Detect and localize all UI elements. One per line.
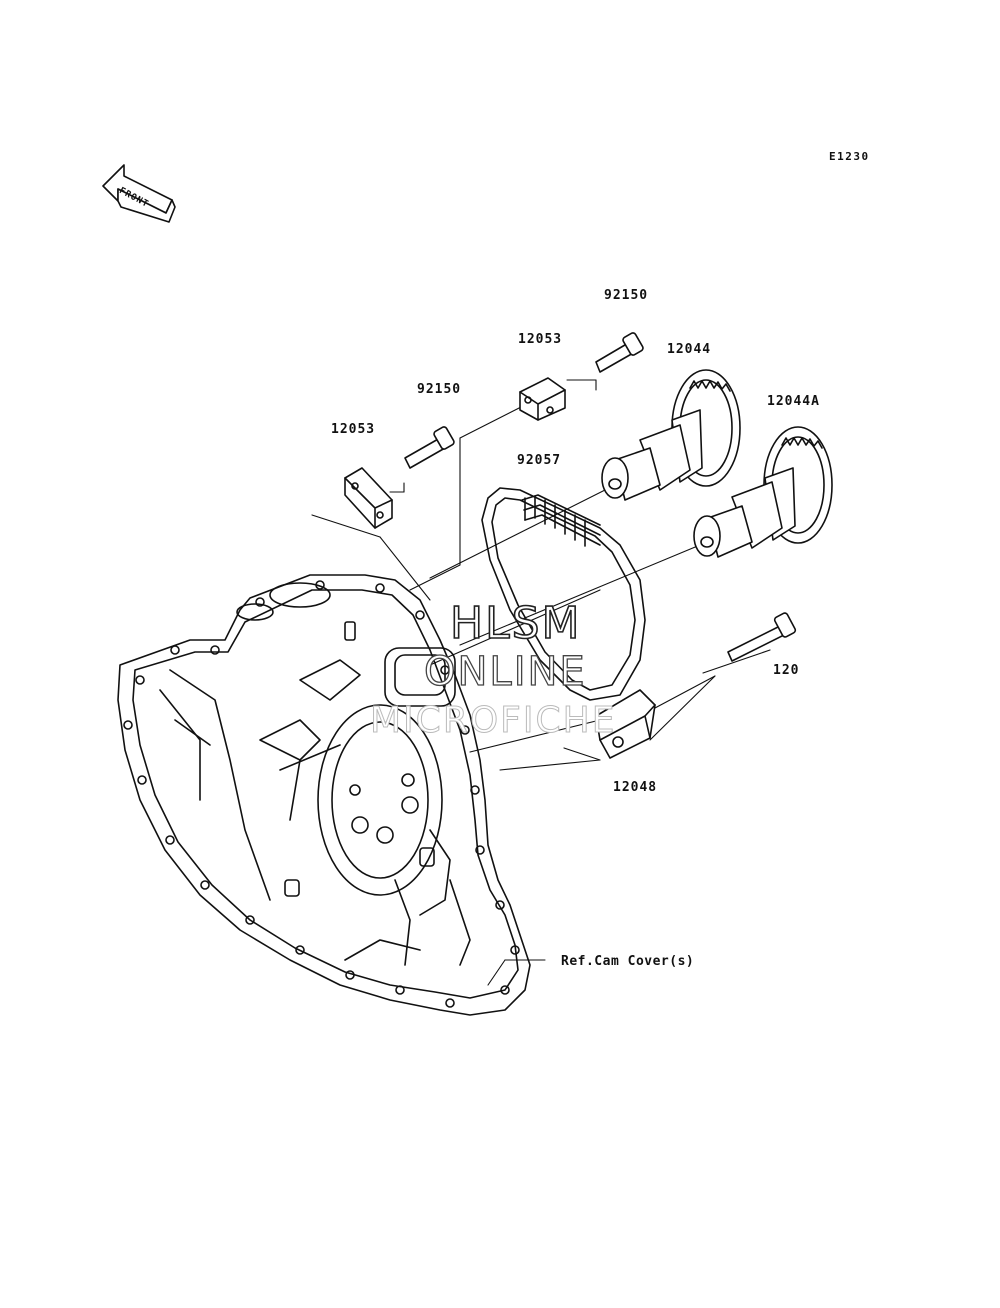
chain-guide-upper [519,377,566,421]
tensioner-bolt [727,612,797,662]
reference-label: Ref.Cam Cover(s) [561,954,695,969]
watermark-line-2: ONLINE [423,648,587,695]
cam-chain [481,487,646,701]
part-number-bolt-upper[interactable]: 92150 [604,288,649,303]
part-number-bolt-left[interactable]: 92150 [417,382,462,397]
part-number-tensioner[interactable]: 12048 [613,780,658,795]
watermark-line-3: MICROFICHE [369,700,617,742]
chain-tensioner [595,689,656,759]
camshaft-front [601,369,741,501]
part-number-guide-upper[interactable]: 12053 [518,332,563,347]
camshaft-rear [693,426,833,558]
part-number-tensioner-bolt[interactable]: 120 [773,663,800,678]
chain-guide-left [344,467,393,529]
front-arrow-icon [102,164,176,223]
crankcase-housing [117,574,531,1016]
part-number-guide-left[interactable]: 12053 [331,422,376,437]
bolt-left [404,426,455,469]
part-number-chain[interactable]: 92057 [517,453,562,468]
diagram-id-label: E1230 [829,150,870,163]
part-number-camshaft-rear[interactable]: 12044A [767,394,820,409]
watermark-line-1: HLSM [449,597,582,650]
bolt-upper [595,332,644,373]
part-number-camshaft-front[interactable]: 12044 [667,342,712,357]
